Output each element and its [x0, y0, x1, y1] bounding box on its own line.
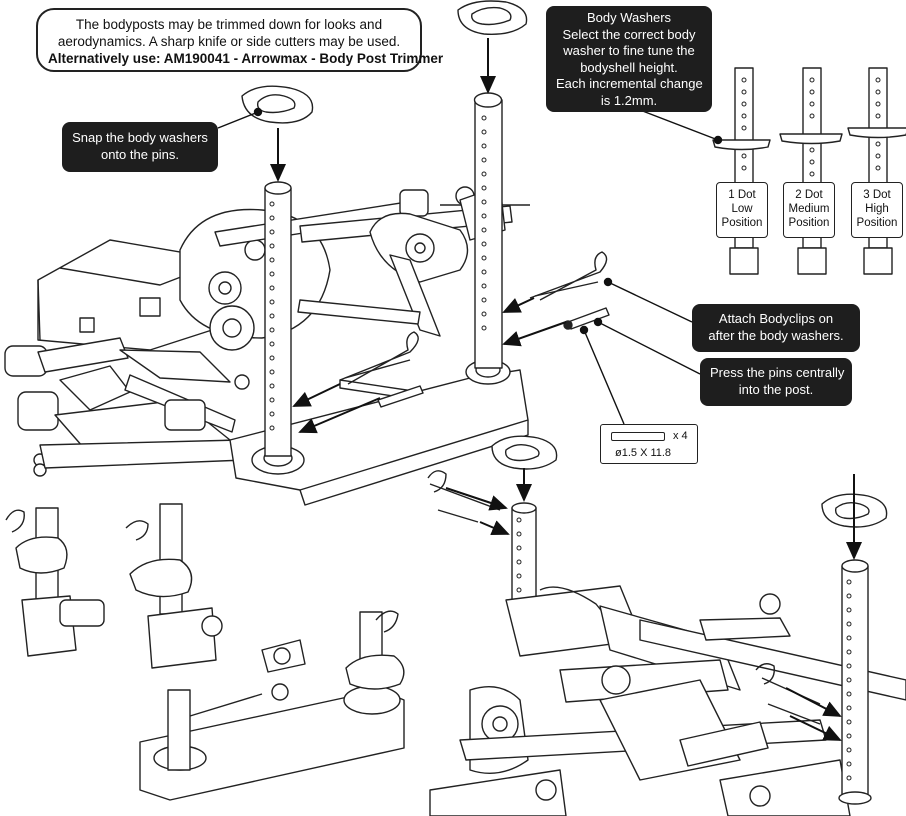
main-chassis-assembly: [4, 185, 530, 477]
press-pins-line-2: into the post.: [738, 382, 814, 397]
leader-pin-spec: [583, 329, 625, 425]
body-washers-line-3: washer to fine tune the: [563, 43, 695, 58]
press-pins-callout: Press the pins centrally into the post.: [700, 358, 852, 406]
pin-quantity: x 4: [673, 430, 688, 442]
washer-position-3-level: High: [865, 203, 889, 215]
washer-position-2-label: 2 Dot Medium Position: [783, 182, 835, 238]
washer-position-2-word: Position: [788, 217, 830, 229]
body-washers-line-6: is 1.2mm.: [600, 92, 658, 108]
arrow-clip-rear-left: [445, 487, 508, 511]
pin-spec-box: x 4 ø1.5 X 11.8: [600, 424, 698, 464]
washer-position-1-dots: 1 Dot: [728, 189, 756, 201]
attach-clips-callout: Attach Bodyclips on after the body washe…: [692, 304, 860, 352]
trim-note-line-1: The bodyposts may be trimmed down for lo…: [75, 17, 383, 32]
attach-clips-line-1: Attach Bodyclips on: [718, 311, 834, 326]
leader-body-washers: [639, 109, 719, 141]
washer-options: [712, 67, 906, 275]
arrow-pin-rear-right: [789, 715, 842, 741]
arrow-pin-upper: [502, 321, 567, 347]
detail-view-bottom: [139, 610, 405, 801]
body-clip-lower: [339, 331, 419, 385]
washer-position-3-dots: 3 Dot: [863, 189, 891, 201]
attach-clips-line-2: after the body washers.: [708, 328, 844, 343]
body-clip-upper: [529, 251, 608, 301]
pin-dimension: ø1.5 X 11.8: [615, 447, 672, 459]
washer-position-1-word: Position: [721, 217, 763, 229]
leader-snap-washers: [217, 111, 259, 129]
washer-position-3-label: 3 Dot High Position: [851, 182, 903, 238]
trim-note-callout: The bodyposts may be trimmed down for lo…: [36, 8, 444, 72]
washer-position-2-level: Medium: [788, 203, 830, 215]
detail-view-middle: [125, 503, 223, 669]
body-washers-line-4: bodyshell height.: [580, 59, 678, 75]
body-washer-left: [241, 85, 314, 124]
trim-note-line-3: Alternatively use: AM190041 - Arrowmax -…: [48, 51, 444, 66]
body-washer-rear-left: [491, 435, 558, 470]
body-pin-upper: [563, 307, 610, 330]
body-washers-line-5: Each incremental change: [556, 76, 703, 91]
trim-note-line-2: aerodynamics. A sharp knife or side cutt…: [57, 34, 401, 49]
washer-position-3-word: Position: [856, 217, 898, 229]
body-washer-right: [457, 0, 528, 35]
snap-washers-line-1: Snap the body washers: [72, 130, 208, 145]
arrow-clip-upper: [502, 297, 535, 313]
leader-press-pins: [597, 321, 701, 375]
washer-position-1-label: 1 Dot Low Position: [716, 182, 768, 238]
arrow-pin-rear-left: [479, 520, 510, 536]
body-washers-callout: Body Washers Select the correct body was…: [546, 6, 712, 112]
press-pins-line-1: Press the pins centrally: [710, 365, 845, 380]
snap-washers-callout: Snap the body washers onto the pins.: [62, 122, 218, 172]
arrow-clip-rear-right: [785, 687, 842, 717]
rear-chassis-assembly: [427, 470, 906, 816]
washer-position-1-level: Low: [731, 203, 753, 215]
arrow-pin-lower: [298, 397, 381, 434]
body-washers-line-1: Body Washers: [586, 10, 672, 25]
washer-position-2-dots: 2 Dot: [795, 189, 823, 201]
left-body-post: [264, 181, 292, 457]
leader-attach-clips: [607, 281, 693, 323]
detail-view-left: [5, 507, 105, 657]
body-washers-line-2: Select the correct body: [562, 26, 696, 42]
body-pin-lower: [377, 385, 424, 408]
rear-body-post: [838, 559, 872, 805]
pin-icon: [611, 432, 665, 441]
snap-washers-line-2: onto the pins.: [100, 147, 180, 162]
right-body-post: [473, 92, 503, 369]
arrow-clip-lower: [292, 383, 341, 407]
